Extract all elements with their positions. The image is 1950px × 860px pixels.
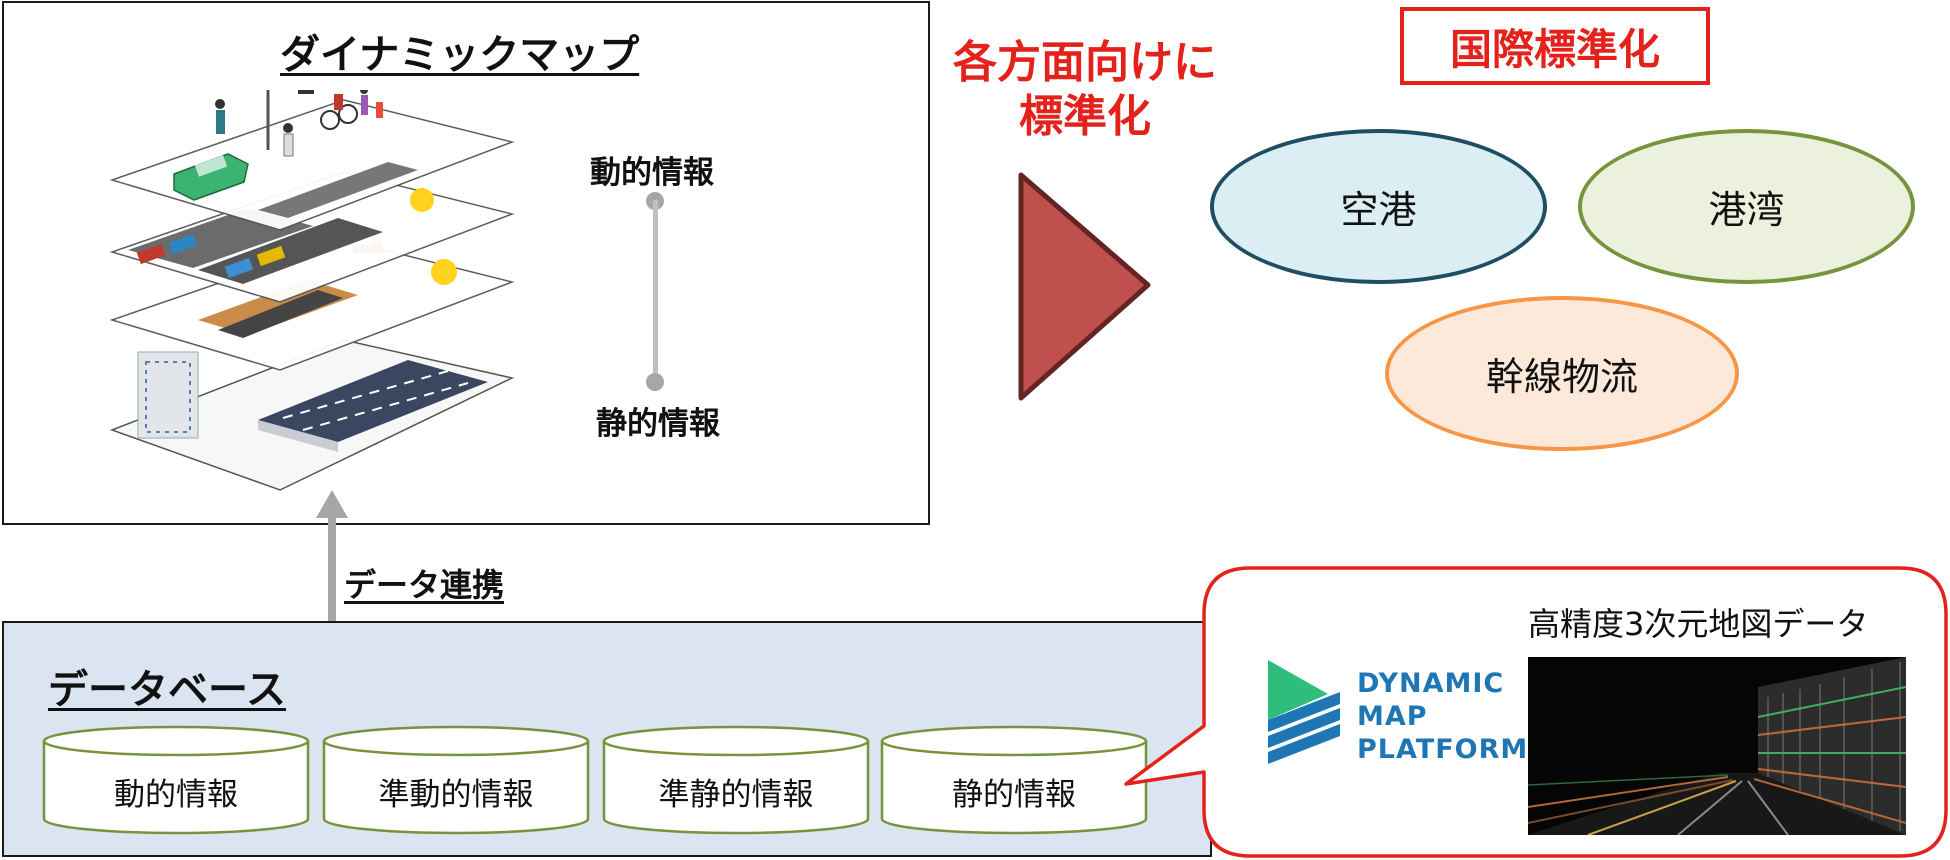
data-link-label: データ連携 <box>344 566 505 604</box>
database-layer-static: 静的情報 <box>880 725 1148 835</box>
point-cloud-image <box>1528 657 1906 835</box>
database-layer-label: 準動的情報 <box>378 777 534 813</box>
database-layer-semi-dynamic: 準動的情報 <box>322 725 590 835</box>
dynamic-map-platform-wordmark: DYNAMIC MAP PLATFORM <box>1357 667 1528 766</box>
dynamic-static-scale-line <box>653 200 658 383</box>
hd-3d-map-label: 高精度3次元地図データ <box>1528 605 1869 643</box>
database-layer-label: 動的情報 <box>114 777 238 813</box>
logo-line-2: MAP <box>1357 701 1428 732</box>
layered-city-illustration <box>109 90 515 491</box>
dynamic-info-label: 動的情報 <box>590 155 714 191</box>
domain-airport: 空港 <box>1210 129 1547 284</box>
database-layer-label: 静的情報 <box>952 777 1076 813</box>
database-layer-semi-static: 準静的情報 <box>602 725 870 835</box>
dynamic-map-platform-logo-icon <box>1268 660 1340 764</box>
international-standardization-title: 国際標準化 <box>1400 7 1710 85</box>
static-info-label: 静的情報 <box>596 406 720 442</box>
logo-line-3: PLATFORM <box>1357 734 1529 765</box>
logo-line-1: DYNAMIC <box>1357 668 1505 699</box>
standardization-line-2: 標準化 <box>1019 91 1151 142</box>
database-title: データベース <box>48 667 286 713</box>
standardization-line-1: 各方面向けに <box>953 37 1217 88</box>
right-triangle-arrow-icon <box>1018 172 1151 401</box>
domain-trunk-logistics: 幹線物流 <box>1385 296 1739 451</box>
database-layer-dynamic: 動的情報 <box>42 725 310 835</box>
database-layer-label: 準静的情報 <box>658 777 814 813</box>
indicator-bottom-dot <box>646 373 664 391</box>
standardization-text: 各方面向けに 標準化 <box>950 36 1220 144</box>
dynamic-map-title: ダイナミックマップ <box>280 32 640 78</box>
domain-harbor: 港湾 <box>1578 129 1915 284</box>
